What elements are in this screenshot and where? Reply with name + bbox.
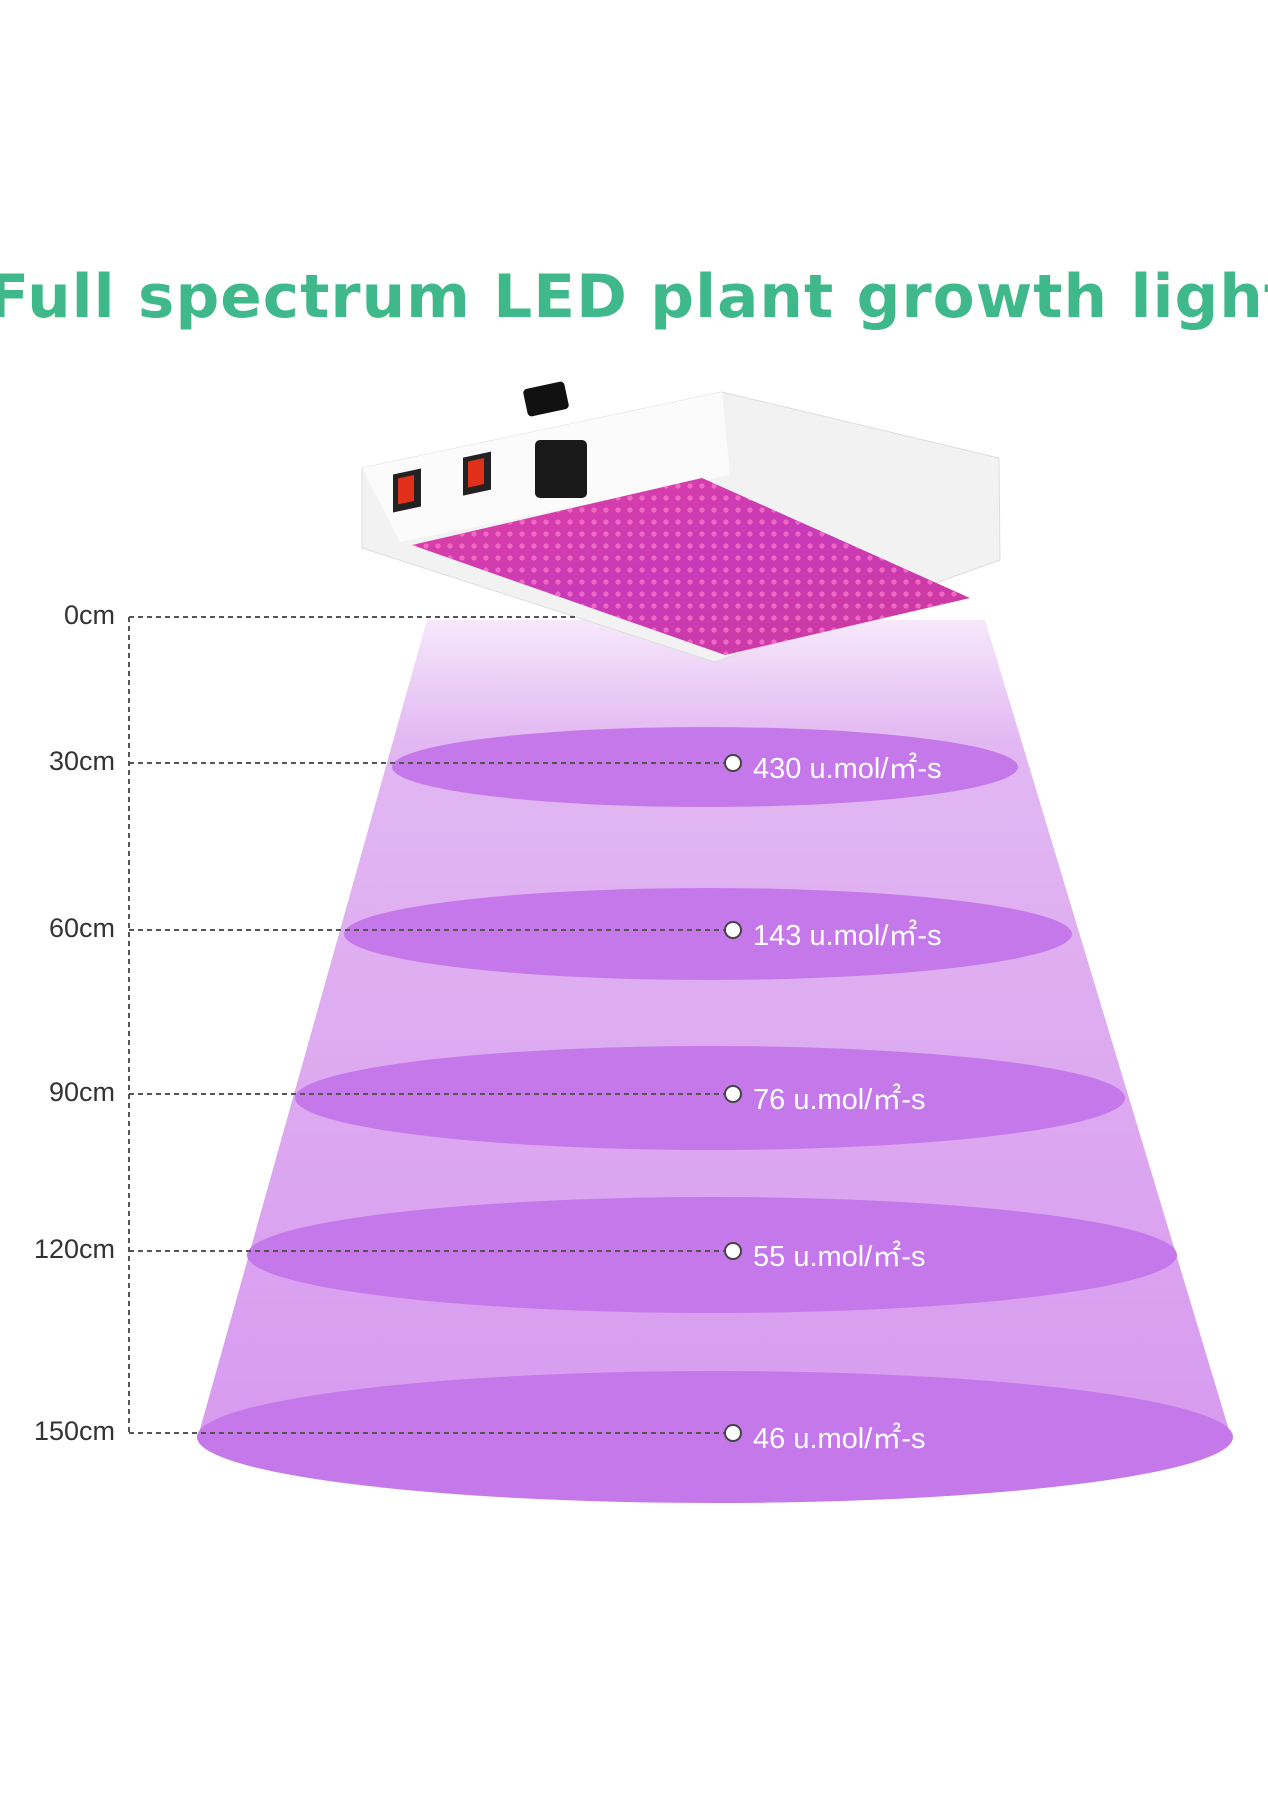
light-ring — [295, 1046, 1125, 1150]
light-ring — [247, 1197, 1177, 1313]
measure-point-icon — [724, 1424, 742, 1442]
light-ring — [197, 1371, 1233, 1503]
ppfd-value: 46 u.mol/㎡-s — [753, 1423, 926, 1455]
ppfd-value: 55 u.mol/㎡-s — [753, 1241, 926, 1273]
distance-label: 90cm — [48, 1077, 115, 1107]
light-ring — [344, 888, 1072, 980]
page-title: Full spectrum LED plant growth light — [0, 262, 1268, 332]
light-ring — [392, 727, 1018, 807]
distance-label: 60cm — [48, 913, 115, 943]
measure-point-icon — [724, 921, 742, 939]
ppfd-value: 143 u.mol/㎡-s — [753, 920, 942, 952]
ppfd-value: 430 u.mol/㎡-s — [753, 753, 942, 785]
measure-point-icon — [724, 1085, 742, 1103]
distance-label: 30cm — [48, 746, 115, 776]
distance-label: 120cm — [33, 1234, 115, 1264]
ppfd-value: 76 u.mol/㎡-s — [753, 1084, 926, 1116]
grow-lamp — [361, 381, 1001, 663]
distance-label: 0cm — [63, 600, 115, 630]
measure-point-icon — [724, 1242, 742, 1260]
measure-point-icon — [724, 754, 742, 772]
distance-label: 150cm — [33, 1416, 115, 1446]
power-socket-icon — [535, 440, 587, 498]
